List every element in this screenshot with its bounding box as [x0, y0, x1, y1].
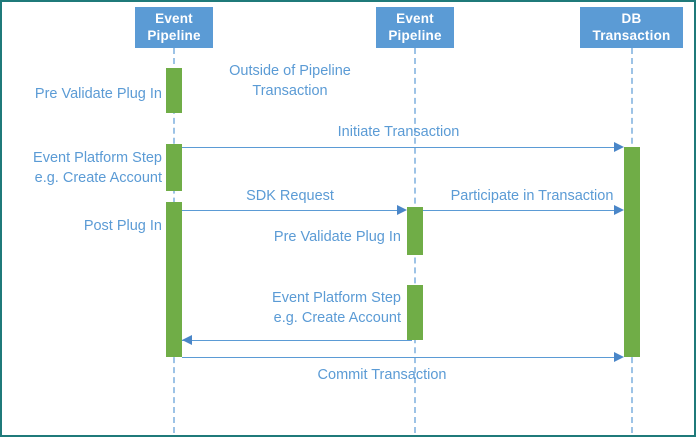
message-label-initiate-transaction: Initiate Transaction [337, 124, 460, 140]
step-label-post-plug-in: Post Plug In [83, 218, 162, 234]
note-pre-validate-plug-in-2: Pre Validate Plug In [273, 229, 401, 245]
message-line-initiate-transaction [182, 147, 615, 148]
step-label-pre-validate-plug-in: Pre Validate Plug In [34, 86, 162, 102]
participant-header-event-pipeline-1[interactable]: Event Pipeline [135, 7, 213, 48]
step-label-event-platform-step: Event Platform Step e.g. Create Account [33, 150, 162, 186]
message-arrowhead-initiate-transaction [614, 142, 624, 152]
activation-bar-pipeline1-postplugin [166, 202, 182, 357]
participant-3-line2: Transaction [592, 28, 671, 43]
participant-header-event-pipeline-2[interactable]: Event Pipeline [376, 7, 454, 48]
participant-1-line1: Event [155, 11, 193, 26]
message-arrowhead-sdk-request [397, 205, 407, 215]
activation-bar-pipeline2-eventplatformstep [407, 285, 423, 340]
note-event-platform-step-2: Event Platform Step e.g. Create Account [272, 290, 401, 326]
message-label-commit-transaction: Commit Transaction [317, 367, 447, 383]
participant-2-line2: Pipeline [388, 28, 442, 43]
participant-3-line1: DB [621, 11, 642, 26]
participant-header-db-transaction[interactable]: DB Transaction [580, 7, 683, 48]
note-outside-of-pipeline-transaction: Outside of Pipeline Transaction [229, 63, 351, 99]
participant-1-line2: Pipeline [147, 28, 201, 43]
message-line-participate-in-transaction [423, 210, 615, 211]
message-label-participate-in-transaction: Participate in Transaction [450, 188, 614, 204]
message-line-return-to-pipeline1 [182, 340, 412, 341]
activation-bar-pipeline1-eventplatformstep [166, 144, 182, 191]
message-arrowhead-return-to-pipeline1 [182, 335, 192, 345]
activation-bar-pipeline2-prevalidate [407, 207, 423, 255]
participant-2-line1: Event [396, 11, 434, 26]
activation-bar-db-transaction [624, 147, 640, 357]
message-arrowhead-commit-transaction [614, 352, 624, 362]
message-line-commit-transaction [182, 357, 615, 358]
message-arrowhead-participate-in-transaction [614, 205, 624, 215]
message-label-sdk-request: SDK Request [246, 188, 334, 204]
activation-bar-pipeline1-prevalidate [166, 68, 182, 113]
message-line-sdk-request [182, 210, 398, 211]
